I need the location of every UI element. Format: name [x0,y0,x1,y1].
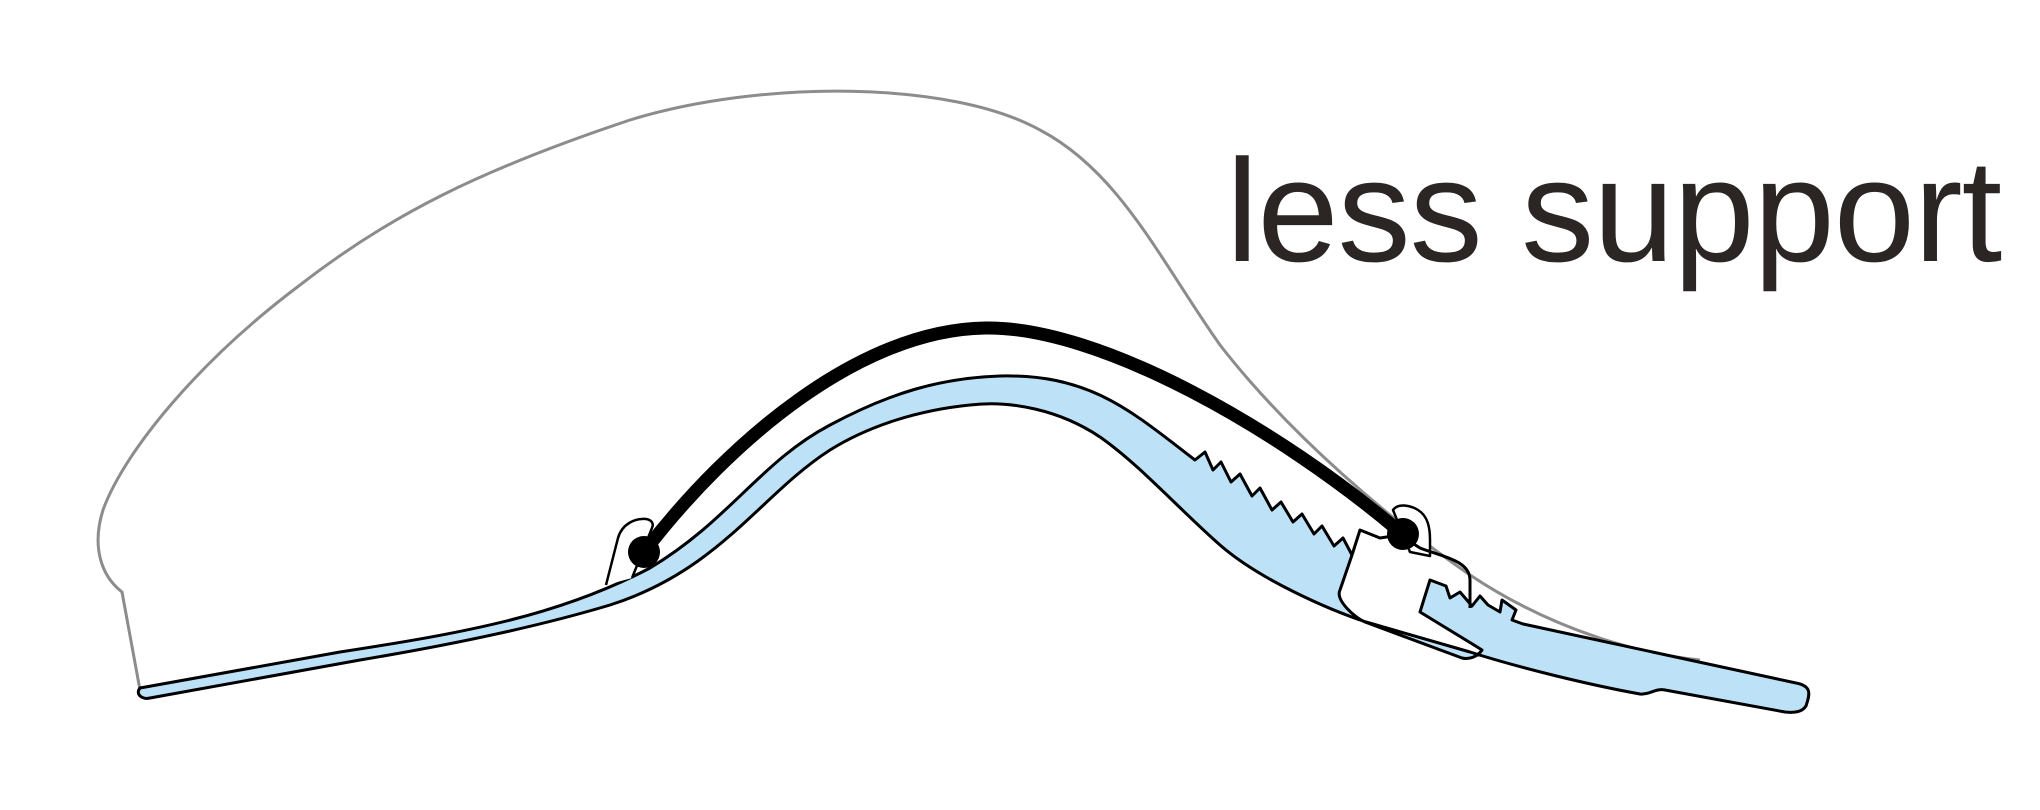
support-strap [637,321,1407,559]
strap-anchor-left [628,536,660,568]
strap-anchor-right [1387,518,1419,550]
caption-label: less support [1226,129,2002,292]
insole-pad [136,374,1811,714]
